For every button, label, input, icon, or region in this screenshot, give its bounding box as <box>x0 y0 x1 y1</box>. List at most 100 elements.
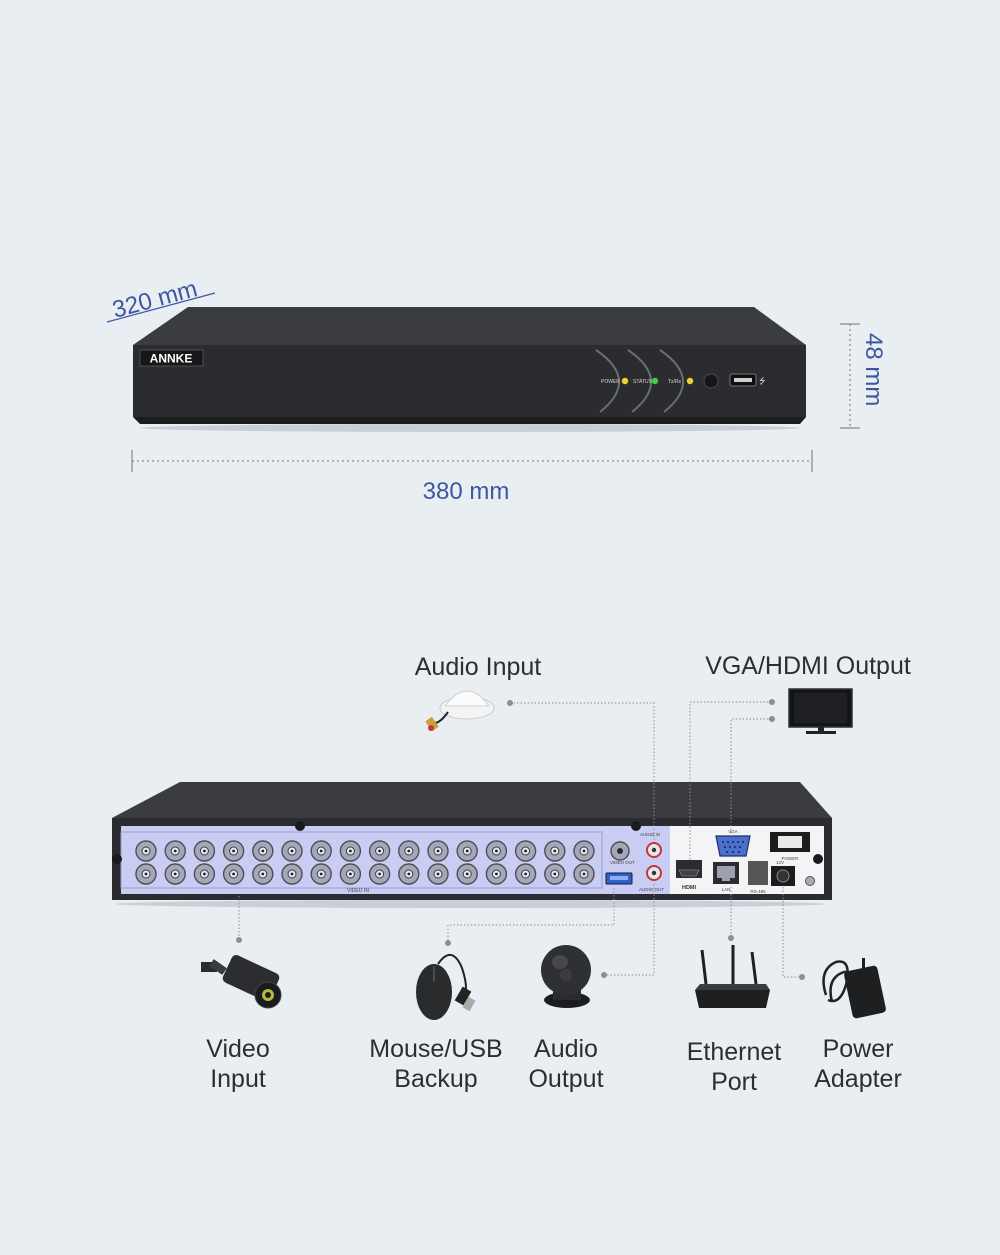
bnc-connector-pin <box>582 849 586 853</box>
bnc-connector-pin <box>144 872 148 876</box>
bnc-connector-pin <box>495 849 498 853</box>
power-connector <box>782 887 802 978</box>
status-led-icon <box>651 377 659 385</box>
brand-badge <box>139 349 204 367</box>
brand-logo: ANNKE <box>150 352 193 366</box>
bnc-connector-pin <box>203 872 206 876</box>
bnc-connector-pin <box>524 872 527 876</box>
dvr-front-view: ANNKE POWER STATUS Tx/Rx ⭍ <box>133 307 806 432</box>
screw-icon <box>813 854 823 864</box>
bnc-connector-pin <box>553 872 557 876</box>
lan-port-icon <box>717 866 735 878</box>
audio-out-rca-core <box>651 870 657 876</box>
bnc-connector-pin <box>144 849 148 853</box>
ethernet-port-label-line1: Ethernet <box>686 1038 782 1066</box>
bnc-connector-pin <box>290 849 294 853</box>
bnc-connector-pin <box>436 849 440 853</box>
router-icon <box>695 945 770 1008</box>
bnc-connector-pin <box>465 872 469 876</box>
width-dimension-label: 380 mm <box>423 478 510 505</box>
bnc-connector-pin <box>232 849 236 853</box>
bnc-connector-pin <box>495 872 498 876</box>
audio-out-label: AUDIO OUT <box>639 887 664 892</box>
audio-output-connector <box>604 884 655 976</box>
screw-icon <box>112 854 122 864</box>
bnc-connector-pin <box>378 872 381 876</box>
dvr-rear-view: VIDEO IN VIDEO OUT AUDIO IN AUDIO OUT VG… <box>112 782 832 908</box>
indicator-label-txrx: Tx/Rx <box>668 379 682 385</box>
bnc-connector-pin <box>407 872 411 876</box>
power-switch-rocker <box>778 836 802 848</box>
mouse-icon <box>416 954 476 1020</box>
power-adapter-label-line1: Power <box>822 1035 894 1063</box>
vga-hdmi-output-label: VGA/HDMI Output <box>705 652 911 680</box>
front-arc <box>595 349 620 413</box>
ethernet-port-label-line2: Port <box>711 1068 757 1096</box>
video-out-label: VIDEO OUT <box>610 860 635 865</box>
dvr-top-surface <box>133 307 806 345</box>
ethernet-port-label: Ethernet Port <box>664 1037 804 1097</box>
vga-label: VGA <box>728 829 738 834</box>
ir-receiver-icon <box>703 373 719 389</box>
audio-in-rca-core <box>651 847 657 853</box>
usb-symbol-icon: ⭍ <box>759 377 766 386</box>
front-arc <box>627 349 652 413</box>
dvr-bottom-edge <box>133 417 806 424</box>
vga-port-icon <box>715 835 751 857</box>
indicator-label-status: STATUS <box>633 379 653 385</box>
bnc-connector-pin <box>319 849 323 853</box>
bnc-connector-pin <box>173 849 177 853</box>
bnc-connector-pin <box>203 849 206 853</box>
vga-connector <box>730 718 772 836</box>
video-input-label-line2: Input <box>210 1065 266 1093</box>
power-adapter-label-line2: Adapter <box>814 1065 902 1093</box>
rs485-label: RS-485 <box>750 889 766 894</box>
dvr-shadow <box>140 424 800 432</box>
mouse-usb-label-line2: Backup <box>394 1065 478 1093</box>
front-usb-tongue <box>734 378 752 382</box>
bnc-connector-pin <box>261 849 265 853</box>
audio-input-connector <box>510 702 655 840</box>
bnc-connector-pin <box>378 849 381 853</box>
bnc-connector-pin <box>582 872 586 876</box>
bullet-camera-icon <box>201 955 282 1009</box>
audio-output-label: Audio Output <box>506 1034 626 1094</box>
bnc-connector-pin <box>261 872 265 876</box>
connector-endpoints <box>236 699 805 980</box>
bnc-connector-pin <box>407 849 411 853</box>
rear-usb-tongue <box>610 876 628 880</box>
dvr-front-face <box>133 345 806 417</box>
power-led-icon <box>621 377 629 385</box>
depth-dimension-line <box>106 292 216 323</box>
bnc-connector-pin <box>349 849 352 853</box>
bnc-connector-pin <box>319 872 323 876</box>
video-out-bnc-core <box>617 848 623 854</box>
txrx-led-icon <box>686 377 694 385</box>
bnc-connector-pin <box>349 872 352 876</box>
bnc-connector-pin <box>436 872 440 876</box>
microphone-icon <box>425 690 495 732</box>
bnc-connector-pin <box>232 872 236 876</box>
dc-voltage-label: 12V <box>776 860 784 865</box>
ground-screw-icon <box>805 876 815 886</box>
indicator-label-power: POWER <box>601 379 620 385</box>
mouse-usb-label-line1: Mouse/USB <box>369 1035 503 1063</box>
power-switch-label: POWER <box>781 856 799 861</box>
power-adapter-label: Power Adapter <box>795 1034 921 1094</box>
bnc-connector-pin <box>465 849 469 853</box>
hdmi-port-icon <box>678 869 700 877</box>
front-arc <box>659 349 684 413</box>
monitor-icon <box>788 688 853 734</box>
video-input-label: Video Input <box>168 1034 308 1094</box>
screw-icon <box>631 821 641 831</box>
hdmi-label: HDMI <box>682 885 697 891</box>
hdmi-connector <box>689 701 772 860</box>
bnc-connector-pin <box>290 872 294 876</box>
dimension-lines <box>106 292 860 472</box>
screw-icon <box>295 821 305 831</box>
mouse-usb-label: Mouse/USB Backup <box>358 1034 514 1094</box>
audio-output-label-line1: Audio <box>534 1035 598 1063</box>
video-input-label-line1: Video <box>206 1035 270 1063</box>
